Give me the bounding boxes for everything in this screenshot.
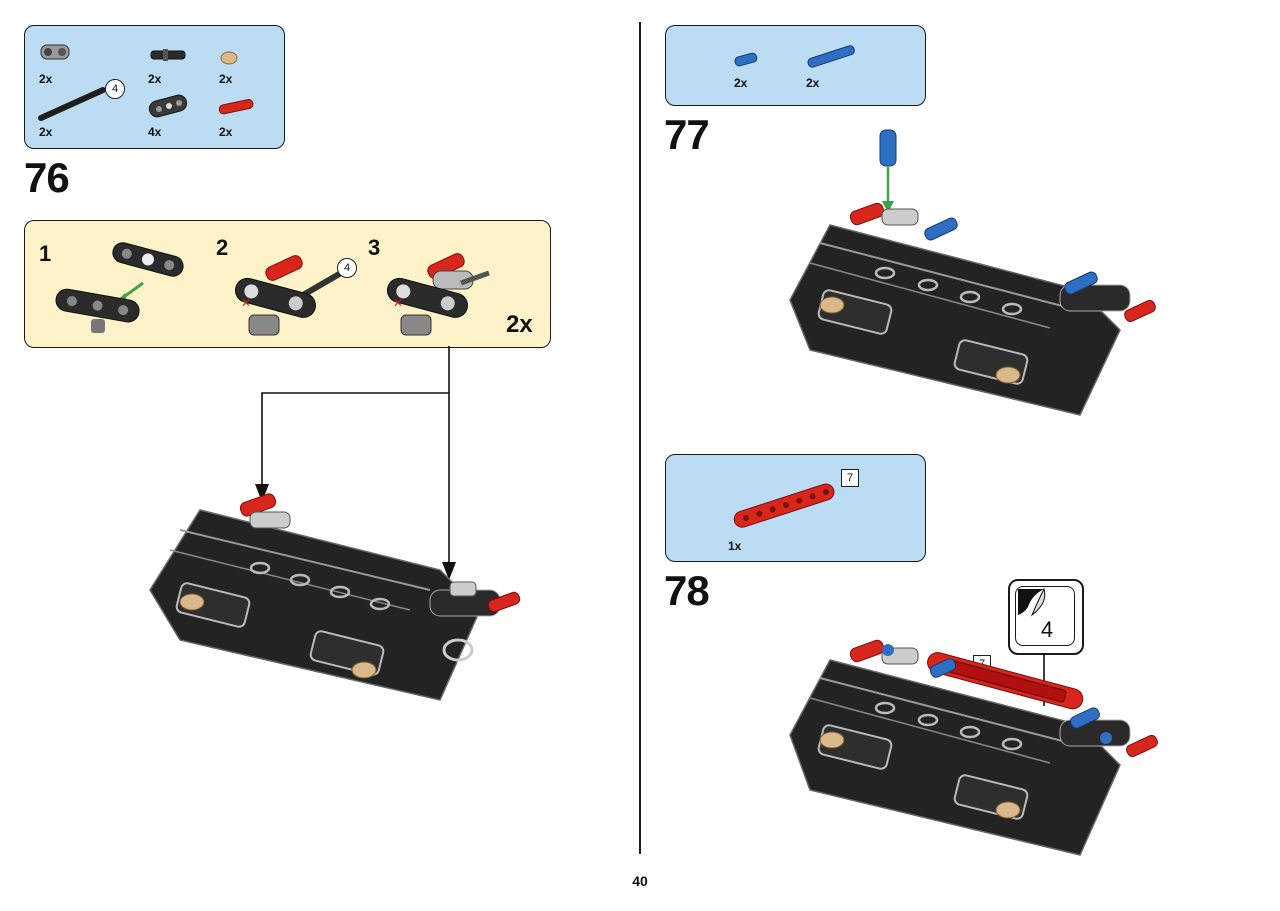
- liftarm-assembly-3-illustration: ✕: [386, 253, 490, 336]
- parts-list-76: 2x 2x 2x 4 2x 4x 2x: [24, 25, 285, 149]
- svg-text:✕: ✕: [393, 296, 403, 310]
- parts-list-77: 2x 2x: [665, 25, 926, 106]
- round-tile-icon: [220, 51, 238, 65]
- red-beam-7-icon: [733, 483, 835, 528]
- qty-label: 2x: [219, 125, 233, 139]
- length-indicator: 7: [841, 469, 859, 487]
- axle-connector-icon: [40, 44, 70, 60]
- sticker-sheet-icon: 4: [1015, 586, 1075, 646]
- qty-label: 2x: [219, 72, 233, 86]
- parts-list-78: 7 1x: [665, 454, 926, 562]
- length-indicator: 4: [105, 79, 125, 99]
- sticker-peel-icon: [1018, 587, 1046, 617]
- liftarm-assembly-2-illustration: ✕: [234, 255, 344, 336]
- step-number: 78: [664, 567, 710, 614]
- svg-text:✕: ✕: [241, 296, 251, 310]
- sub-step-number: 3: [368, 235, 381, 260]
- model-illustration-77: [789, 129, 1156, 416]
- qty-label: 2x: [39, 125, 53, 139]
- sub-step-number: 2: [216, 235, 229, 260]
- qty-label: 1x: [728, 539, 742, 553]
- length-indicator: 4: [337, 258, 357, 278]
- liftarm-3-icon: [148, 94, 188, 118]
- model-illustration-78: [789, 639, 1158, 856]
- sub-step-number: 1: [39, 241, 52, 266]
- pin-with-axle-icon: [150, 49, 186, 61]
- axle-4-icon: [38, 87, 106, 121]
- step-number: 77: [664, 111, 710, 158]
- sub-assembly-box: 1 2 ✕ 4 3 ✕ 2x: [24, 220, 551, 348]
- model-illustration-76: [149, 493, 521, 701]
- red-axle-pin-icon: [218, 99, 254, 115]
- qty-label: 2x: [39, 72, 53, 86]
- blue-pin-icon: [734, 52, 758, 67]
- qty-label: 2x: [806, 76, 820, 90]
- qty-label: 2x: [148, 72, 162, 86]
- page-number: 40: [632, 873, 648, 889]
- sticker-callout: 4: [1008, 579, 1084, 655]
- page-divider: [639, 22, 641, 854]
- step-number: 76: [24, 154, 70, 201]
- sub-assembly-multiplier: 2x: [506, 311, 533, 338]
- sticker-count: 4: [1040, 617, 1054, 642]
- liftarm-assembly-1-illustration: [55, 242, 184, 333]
- qty-label: 2x: [734, 76, 748, 90]
- qty-label: 4x: [148, 125, 162, 139]
- blue-long-pin-icon: [807, 45, 855, 68]
